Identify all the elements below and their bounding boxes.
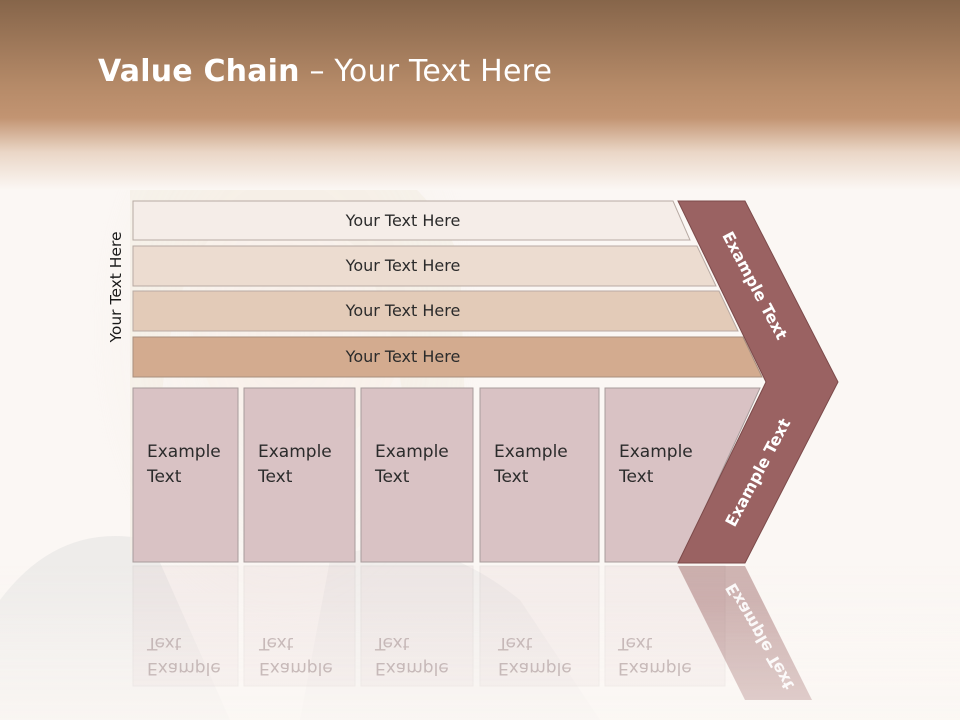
column-2-text: Example Text — [258, 442, 332, 487]
support-bar-1-shape — [132, 200, 691, 241]
title-rest: – Your Text Here — [299, 54, 553, 89]
primary-column-5: Example Text — [605, 388, 745, 562]
primary-column-3: Example Text — [361, 388, 473, 562]
column-5-text: Example Text — [619, 442, 693, 487]
column-2-shape — [243, 387, 356, 563]
column-1-text: Example Text — [147, 442, 221, 487]
primary-column-1: Example Text — [133, 388, 238, 562]
support-bar-1: Your Text Here — [133, 201, 693, 240]
slide-title: Value Chain – Your Text Here — [98, 54, 552, 89]
support-bar-1-label: Your Text Here — [345, 211, 461, 230]
column-4-text: Example Text — [494, 442, 568, 487]
support-bar-2: Your Text Here — [133, 246, 693, 285]
margin-chevron-shape — [677, 200, 839, 564]
title-bold: Value Chain — [98, 54, 300, 89]
support-bar-4-label: Your Text Here — [345, 347, 461, 366]
primary-column-4: Example Text — [480, 388, 599, 562]
support-bar-2-shape — [132, 245, 717, 287]
support-bar-3-shape — [132, 290, 739, 332]
column-1-shape — [132, 387, 239, 563]
column-3-shape — [360, 387, 474, 563]
column-4-shape — [479, 387, 600, 563]
primary-column-2: Example Text — [244, 388, 355, 562]
support-bar-4: Your Text Here — [133, 337, 693, 376]
support-bar-3-label: Your Text Here — [345, 301, 461, 320]
support-bar-2-label: Your Text Here — [345, 256, 461, 275]
column-3-text: Example Text — [375, 442, 449, 487]
support-bar-3: Your Text Here — [133, 291, 693, 330]
support-bar-4-shape — [132, 336, 763, 378]
